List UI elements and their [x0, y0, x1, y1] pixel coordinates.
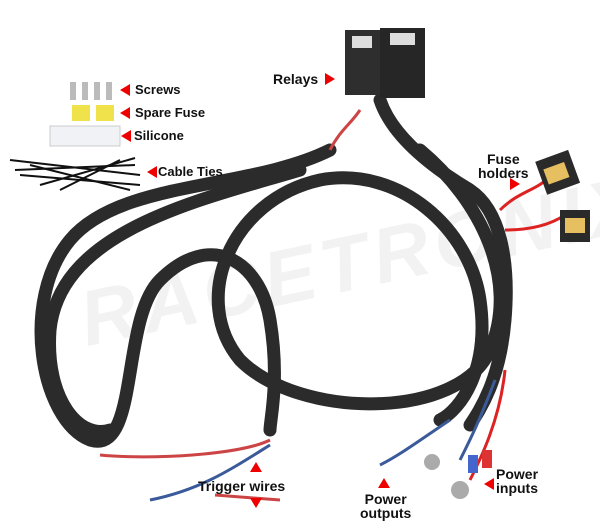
arrow-icon: [120, 107, 130, 119]
spare-fuses: [72, 105, 114, 121]
harness-loop-center: [211, 143, 507, 427]
label-cable-ties: Cable Ties: [158, 164, 223, 179]
arrow-icon: [510, 178, 520, 190]
harness-loop-left-2: [43, 163, 307, 438]
relay-block: [345, 28, 425, 98]
arrow-icon: [250, 498, 262, 508]
arrow-icon: [378, 478, 390, 488]
label-line: Fuse: [486, 151, 520, 167]
label-screws: Screws: [135, 82, 181, 97]
label-line: holders: [478, 165, 529, 181]
arrow-icon: [120, 84, 130, 96]
label-silicone: Silicone: [134, 128, 184, 143]
label-power-inputs: Power inputs: [496, 467, 538, 495]
label-line: inputs: [496, 480, 538, 496]
fuse-holders: [535, 149, 590, 242]
arrow-icon: [121, 130, 131, 142]
screws: [70, 82, 112, 100]
ring-terminals: [424, 450, 492, 499]
harness-trunk: [373, 93, 513, 432]
arrow-icon: [250, 462, 262, 472]
label-line: Power: [364, 491, 407, 507]
label-line: Power: [496, 466, 539, 482]
cable-ties: [9, 157, 141, 191]
arrow-icon: [325, 73, 335, 85]
label-relays: Relays: [273, 71, 319, 87]
label-power-outputs: Power outputs: [360, 492, 411, 520]
arrow-icon: [484, 478, 494, 490]
arrow-icon: [147, 166, 157, 178]
label-line: outputs: [360, 505, 412, 521]
label-fuse-holders: Fuse holders: [478, 152, 529, 180]
label-trigger-wires: Trigger wires: [198, 478, 286, 494]
label-spare-fuse: Spare Fuse: [135, 105, 206, 120]
silicone-packet: [49, 125, 121, 147]
